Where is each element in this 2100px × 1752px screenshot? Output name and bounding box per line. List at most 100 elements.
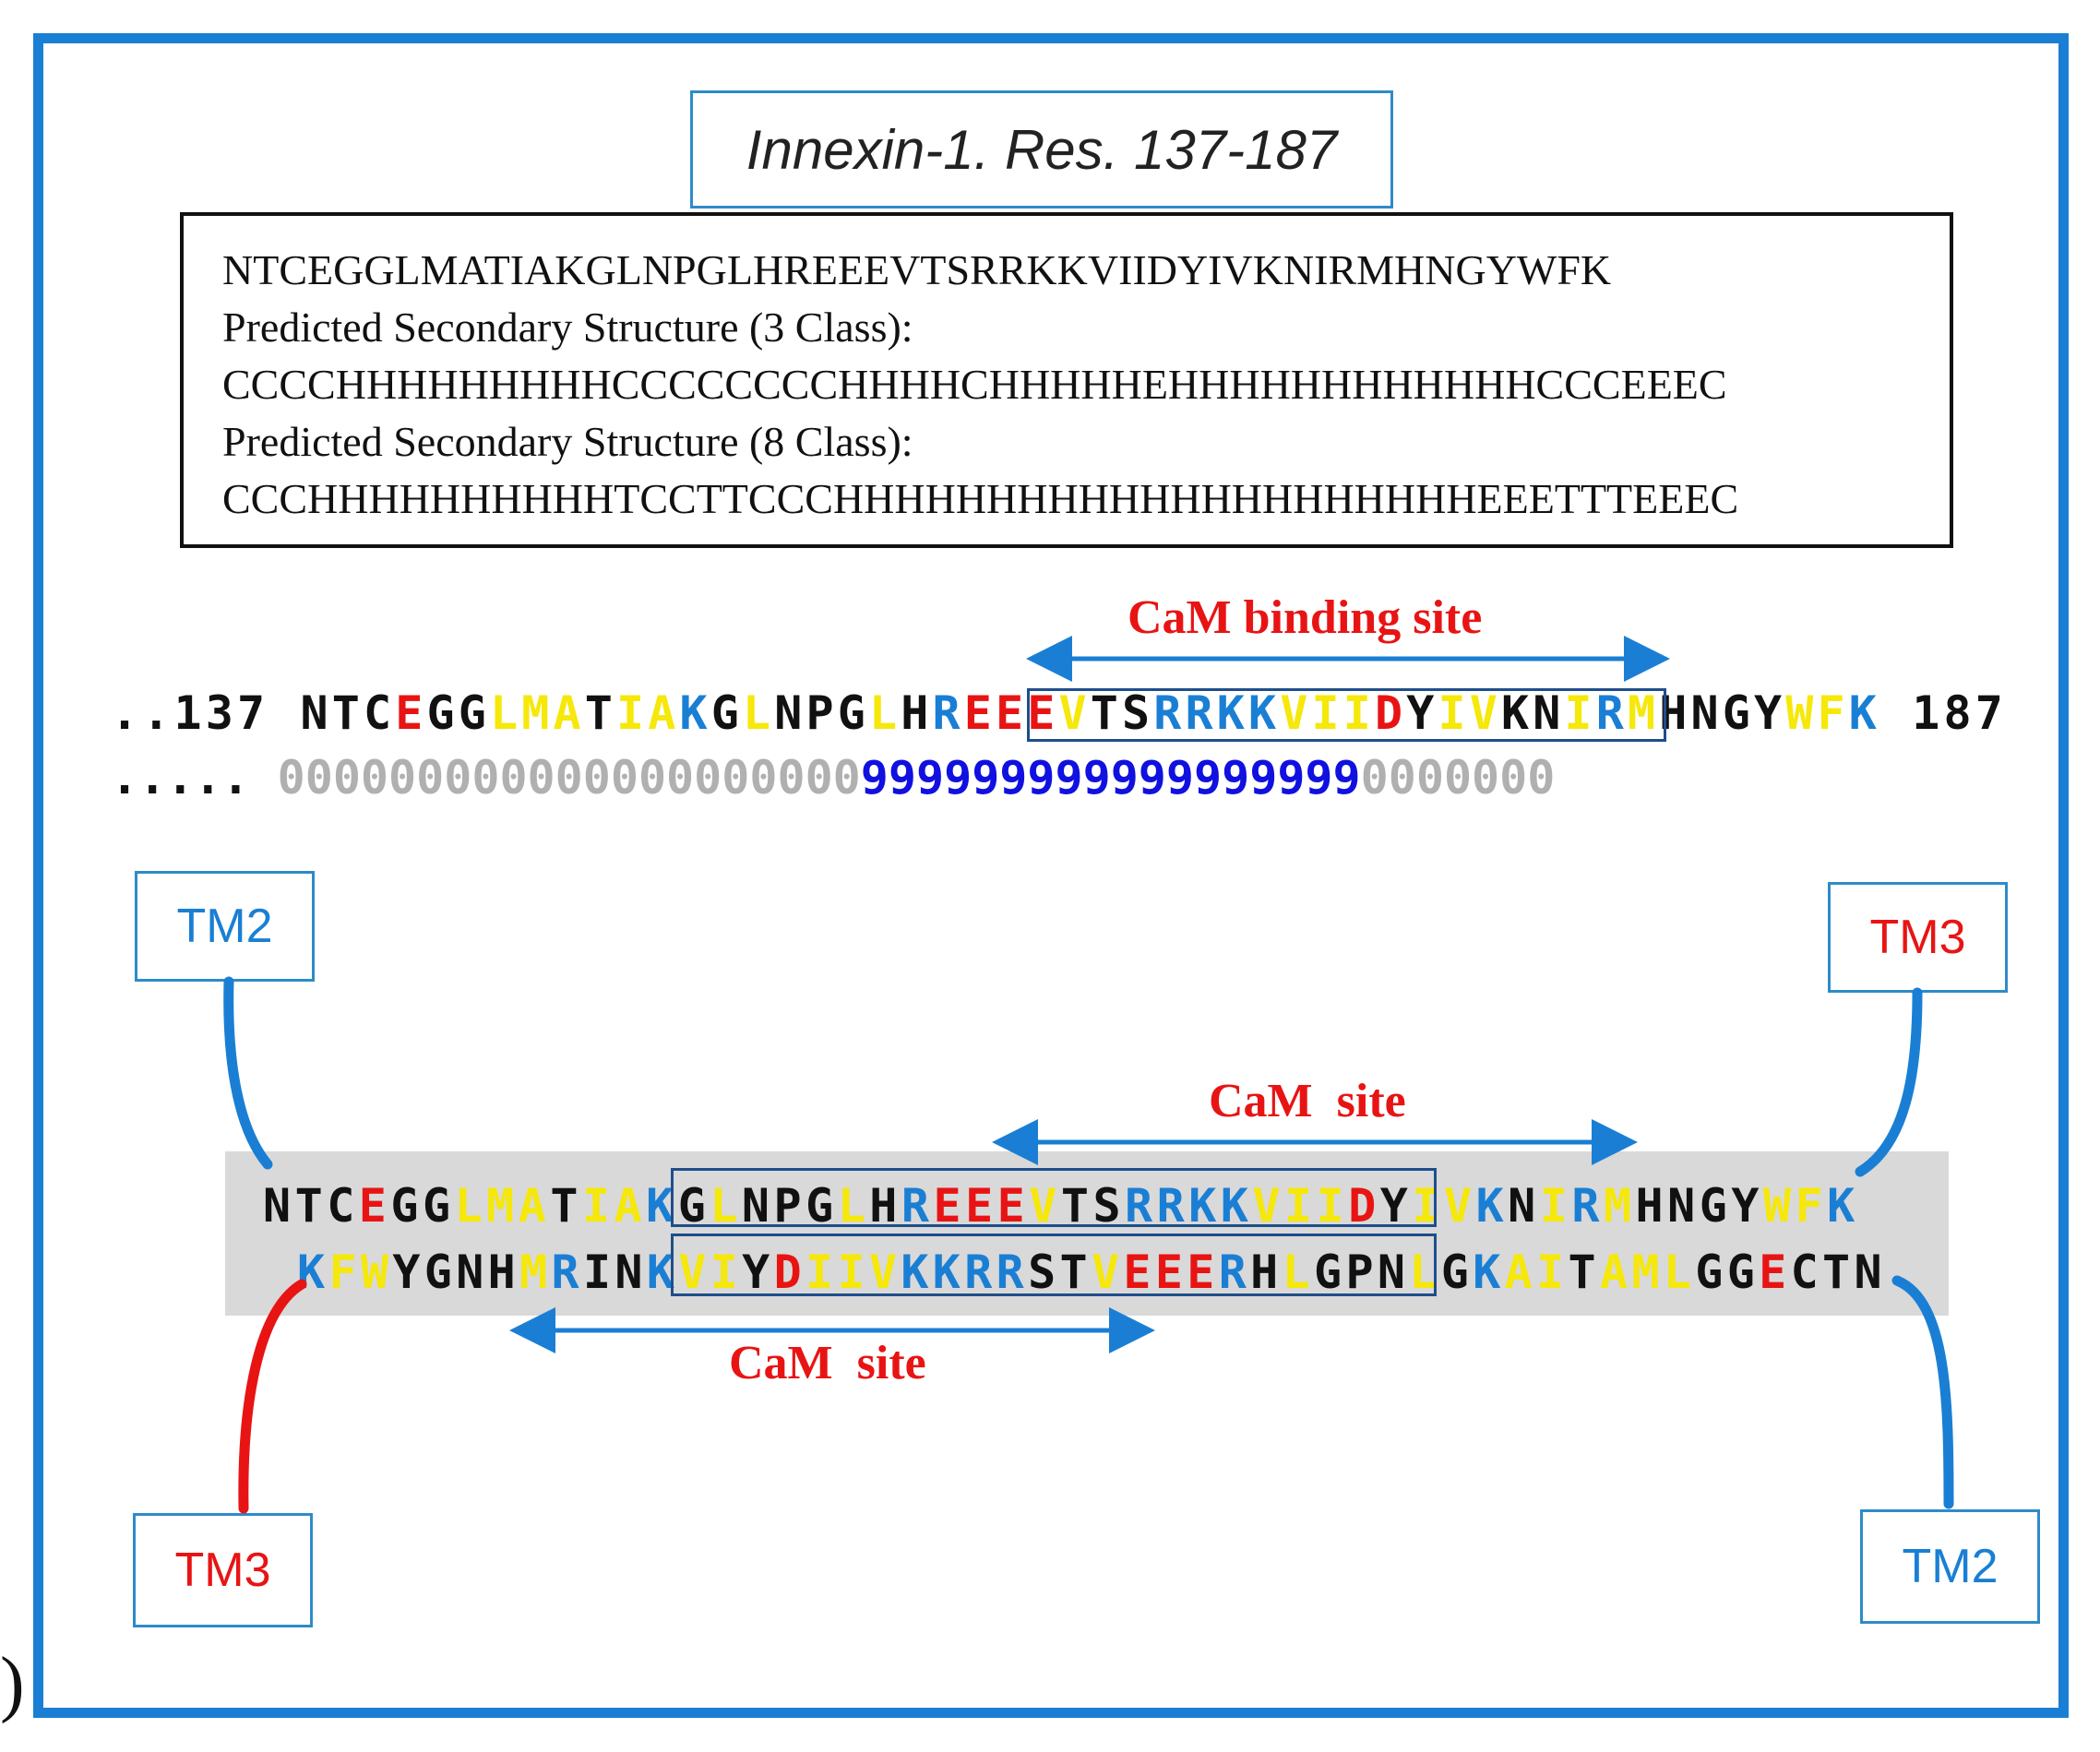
- binding-residue: R: [1595, 686, 1628, 740]
- hairpin-top-residue: G: [422, 1179, 455, 1233]
- hairpin-top-residue: H: [869, 1179, 901, 1233]
- binding-residue: F: [1817, 686, 1849, 740]
- hairpin-top-residue: N: [741, 1179, 774, 1233]
- hairpin-top-residue: E: [358, 1179, 391, 1233]
- score-prefix: .....: [111, 751, 250, 804]
- hairpin-top-residue: R: [1571, 1179, 1604, 1233]
- hairpin-top-residue: A: [518, 1179, 551, 1233]
- hairpin-top-residue: I: [1284, 1179, 1317, 1233]
- tm2-bottom-right-label: TM2: [1902, 1540, 1999, 1593]
- outer-frame: [33, 33, 2069, 1718]
- binding-residue: K: [1848, 686, 1880, 740]
- hairpin-top-residue: R: [1125, 1179, 1157, 1233]
- upper-cam-box: [671, 1168, 1437, 1227]
- hairpin-top-residue: H: [1635, 1179, 1668, 1233]
- hairpin-bottom-residue: V: [1091, 1245, 1124, 1299]
- hairpin-bottom-residue: N: [1854, 1245, 1886, 1299]
- hairpin-top-residue: I: [1539, 1179, 1572, 1233]
- binding-residue: G: [710, 686, 743, 740]
- hairpin-bottom-residue: N: [614, 1245, 647, 1299]
- hairpin-bottom-residue: E: [1154, 1245, 1187, 1299]
- hairpin-bottom-residue: G: [424, 1245, 457, 1299]
- binding-residue: E: [395, 686, 427, 740]
- binding-sequence-row: ..137 NTCEGGLMATIAKGLNPGLHREEEVTSRRKKVII…: [111, 686, 2007, 740]
- score-row: ..... 0000000000000000000009999999999999…: [111, 751, 1555, 804]
- hairpin-bottom-residue: I: [805, 1245, 838, 1299]
- hairpin-top-residue: R: [1156, 1179, 1189, 1233]
- binding-residue: N: [300, 686, 332, 740]
- binding-residue: K: [1216, 686, 1248, 740]
- binding-residue: E: [1027, 686, 1059, 740]
- hairpin-bottom-residue: R: [964, 1245, 996, 1299]
- hairpin-bottom-residue: F: [328, 1245, 361, 1299]
- lower-cam-box: [671, 1234, 1437, 1296]
- binding-residue: M: [521, 686, 554, 740]
- tm2-top-left-box: TM2: [135, 871, 315, 982]
- binding-residue: V: [1280, 686, 1312, 740]
- tm3-top-right-label: TM3: [1869, 911, 1966, 964]
- binding-residue: G: [458, 686, 490, 740]
- hairpin-bottom-residue: G: [1726, 1245, 1760, 1299]
- hairpin-top-residue: W: [1762, 1179, 1796, 1233]
- hairpin-top-residue: V: [1252, 1179, 1284, 1233]
- prediction-label-8class: Predicted Secondary Structure (8 Class):: [222, 418, 913, 465]
- hairpin-bottom-residue: L: [1663, 1245, 1696, 1299]
- hairpin-bottom-residue: I: [582, 1245, 615, 1299]
- hairpin-bottom-residue: N: [456, 1245, 488, 1299]
- tm3-bottom-left-connector: [238, 1279, 307, 1514]
- tm3-bottom-left-label: TM3: [174, 1543, 271, 1597]
- hairpin-bottom-residue: V: [678, 1245, 710, 1299]
- hairpin-bottom-residue: E: [1123, 1245, 1155, 1299]
- binding-residue: S: [1121, 686, 1154, 740]
- hairpin-top-residue: E: [933, 1179, 966, 1233]
- hairpin-bottom-residue: A: [1504, 1245, 1537, 1299]
- binding-residue: V: [1469, 686, 1501, 740]
- hairpin-bottom-residue: S: [1028, 1245, 1060, 1299]
- hairpin-top-residue: C: [327, 1179, 359, 1233]
- hairpin-bottom-residue: E: [1187, 1245, 1219, 1299]
- hairpin-bottom-residue: W: [360, 1245, 393, 1299]
- hairpin-top-residue: T: [550, 1179, 582, 1233]
- hairpin-top-residue: L: [710, 1179, 742, 1233]
- hairpin-bottom-residue: R: [996, 1245, 1029, 1299]
- binding-residue: M: [1627, 686, 1660, 740]
- hairpin-bottom-residue: K: [901, 1245, 933, 1299]
- hairpin-top-residue: T: [1060, 1179, 1093, 1233]
- binding-residue: A: [553, 686, 585, 740]
- hairpin-bottom-row: KFWYGNHMRINKVIYDIIVKKRRSTVEEERHLGPNLGKAI…: [297, 1245, 1886, 1299]
- prediction-ss3: CCCCHHHHHHHHHCCCCCCCCHHHHCHHHHHEHHHHHHHH…: [222, 361, 1727, 408]
- prediction-ss8: CCCHHHHHHHHHHTCCTTCCCHHHHHHHHHHHHHHHHHHH…: [222, 475, 1739, 522]
- binding-residue: T: [331, 686, 364, 740]
- hairpin-top-residue: L: [837, 1179, 870, 1233]
- tm2-bottom-right-box: TM2: [1860, 1509, 2040, 1624]
- binding-residue: E: [963, 686, 996, 740]
- upper-cam-site-label: CaM site: [1209, 1075, 1406, 1127]
- binding-residue: C: [363, 686, 396, 740]
- hairpin-bottom-residue: K: [646, 1245, 679, 1299]
- hairpin-top-residue: T: [294, 1179, 328, 1233]
- hairpin-top-residue: V: [1029, 1179, 1061, 1233]
- hairpin-bottom-residue: M: [1631, 1245, 1664, 1299]
- hairpin-top-residue: F: [1795, 1179, 1828, 1233]
- hairpin-bottom-residue: H: [487, 1245, 520, 1299]
- scores-right: 0000000: [1360, 751, 1556, 804]
- binding-residue: Y: [1406, 686, 1438, 740]
- hairpin-top-residue: E: [996, 1179, 1030, 1233]
- binding-residue: K: [1500, 686, 1533, 740]
- binding-residue: E: [995, 686, 1028, 740]
- hairpin-top-residue: Y: [1731, 1179, 1763, 1233]
- binding-residue: Y: [1753, 686, 1786, 740]
- hairpin-bottom-residue: T: [1822, 1245, 1855, 1299]
- binding-residue: G: [837, 686, 869, 740]
- hairpin-bottom-residue: C: [1790, 1245, 1822, 1299]
- binding-residue: V: [1058, 686, 1091, 740]
- hairpin-top-residue: N: [263, 1179, 295, 1233]
- hairpin-top-residue: K: [1188, 1179, 1221, 1233]
- hairpin-bottom-residue: I: [837, 1245, 869, 1299]
- scores-mid: 999999999999999999: [860, 751, 1361, 804]
- binding-residue: T: [584, 686, 616, 740]
- binding-residue: L: [742, 686, 775, 740]
- binding-residue: I: [615, 686, 649, 740]
- hairpin-bottom-residue: V: [868, 1245, 901, 1299]
- hairpin-bottom-residue: N: [1377, 1245, 1410, 1299]
